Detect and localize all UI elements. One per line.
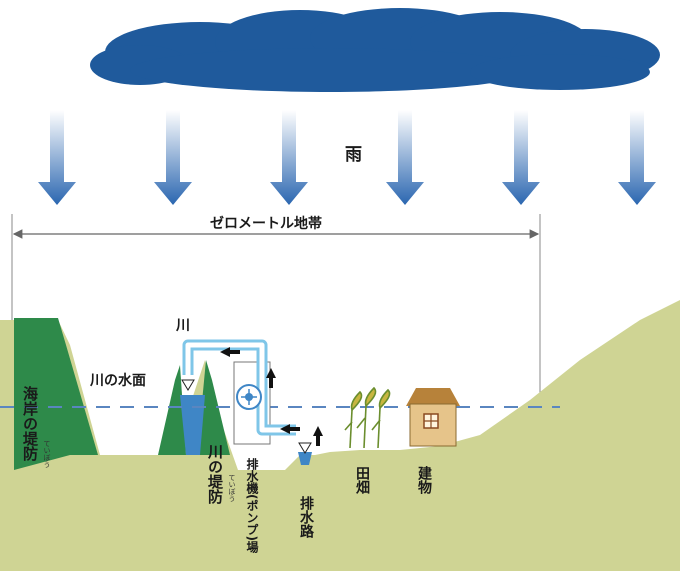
rain-arrow [270,110,308,205]
river-levee-ruby: ていぼう [228,474,236,502]
river-water [180,395,205,455]
water-level-marker [298,442,312,454]
flow-arrow-left [280,424,300,434]
seawall [14,318,98,470]
zero-meter-zone-label: ゼロメートル地帯 [210,215,322,232]
flow-arrow-up [313,426,323,446]
ground-profile [0,300,680,571]
seawall-ruby: ていぼう [43,440,51,468]
rain-label: 雨 [345,145,362,165]
drainage-channel-label: 排水路 [298,495,314,538]
flow-arrow-up [266,368,276,388]
fields-label: 田畑 [354,466,371,495]
rain-cloud [90,8,660,92]
river-levee-label: 川の堤防 [206,444,224,505]
drainage-channel-water [298,452,312,465]
rain-arrow [386,110,424,205]
river-levee-right [197,360,230,455]
rice-plants [344,386,391,449]
water-level-marker [181,379,195,391]
rain-arrows [38,110,656,205]
building-label: 建物 [416,465,432,495]
rain-arrow [502,110,540,205]
rain-arrow [154,110,192,205]
building-house [406,388,460,447]
pump-station-label: 排水機(ポンプ)場 [245,457,259,554]
discharge-pipe [182,339,296,436]
seawall-label: 海岸の堤防 [21,385,39,462]
river-label: 川 [175,318,190,334]
river-levee-left [158,365,186,455]
rain-arrow [618,110,656,205]
rain-arrow [38,110,76,205]
flow-arrow-left [220,347,240,357]
river-surface-label: 川の水面 [89,372,146,389]
pump-icon [236,384,262,410]
flow-arrows [220,347,323,446]
